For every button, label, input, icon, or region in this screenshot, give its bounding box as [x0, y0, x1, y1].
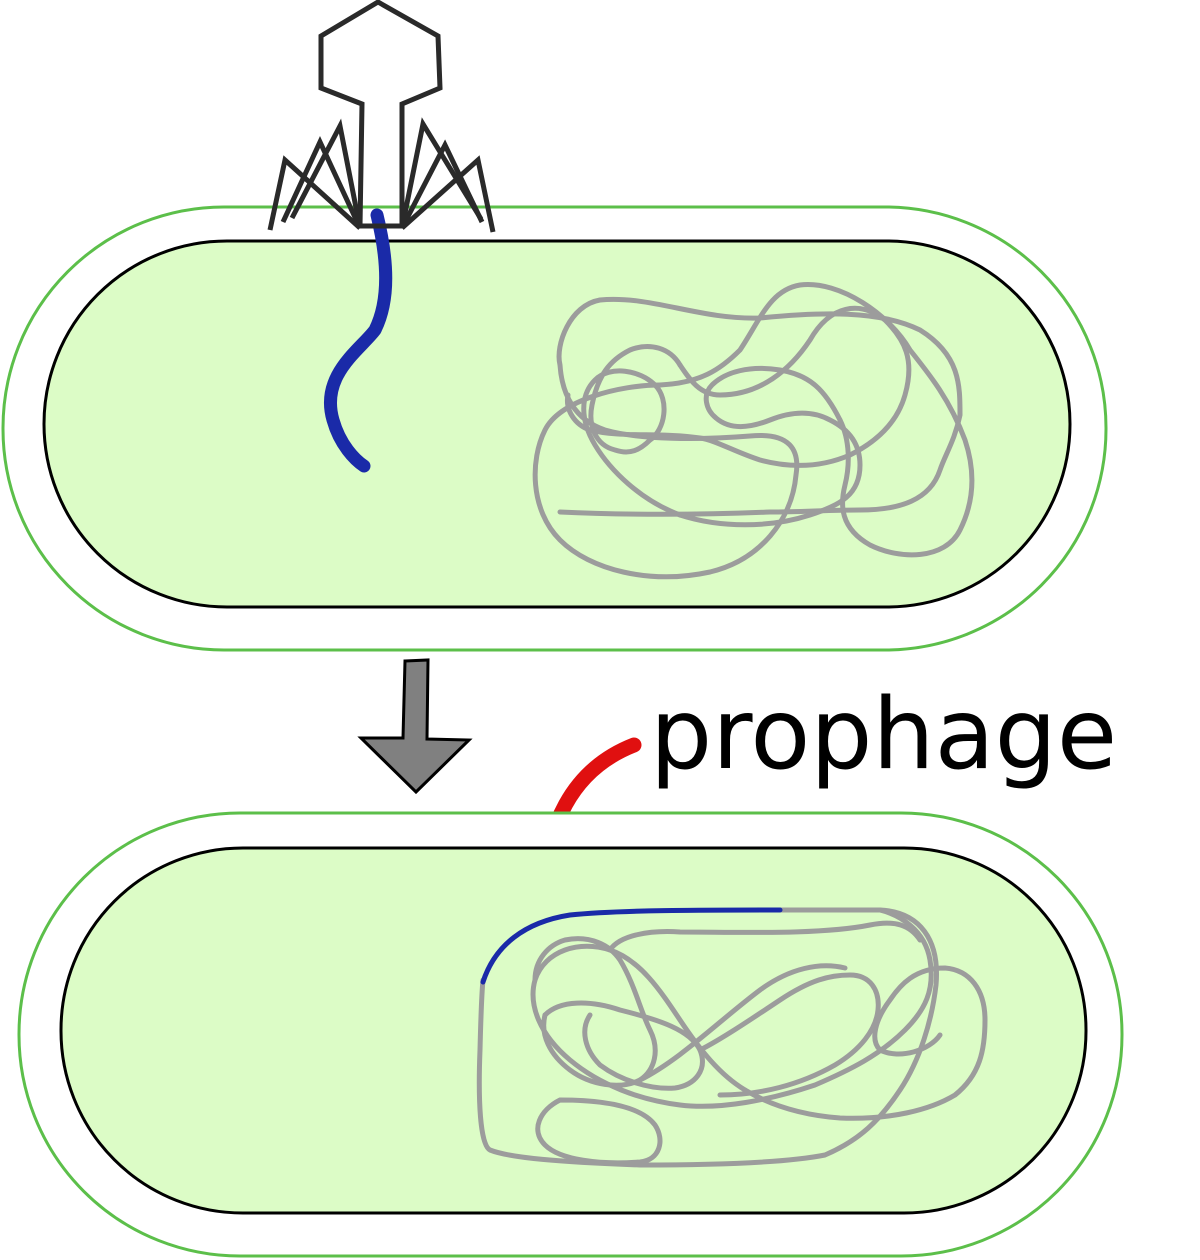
prophage-dna-integrated: [480, 907, 783, 985]
bacterial-chromosome-top: [532, 282, 975, 580]
bacterium-top: [1, 205, 1108, 652]
cytoplasm-top: [42, 239, 1072, 609]
bacterial-chromosome-bottom: [476, 907, 988, 1168]
bacterium-bottom: [17, 811, 1124, 1258]
process-arrow: [357, 658, 473, 795]
cytoplasm-bottom: [59, 846, 1088, 1215]
phage-dna-injected: [324, 208, 393, 473]
prophage-label: prophage: [650, 678, 1117, 792]
phage-tail-fibers: [267, 117, 496, 233]
bacteriophage: [267, 0, 496, 233]
phage-head: [318, 0, 443, 229]
